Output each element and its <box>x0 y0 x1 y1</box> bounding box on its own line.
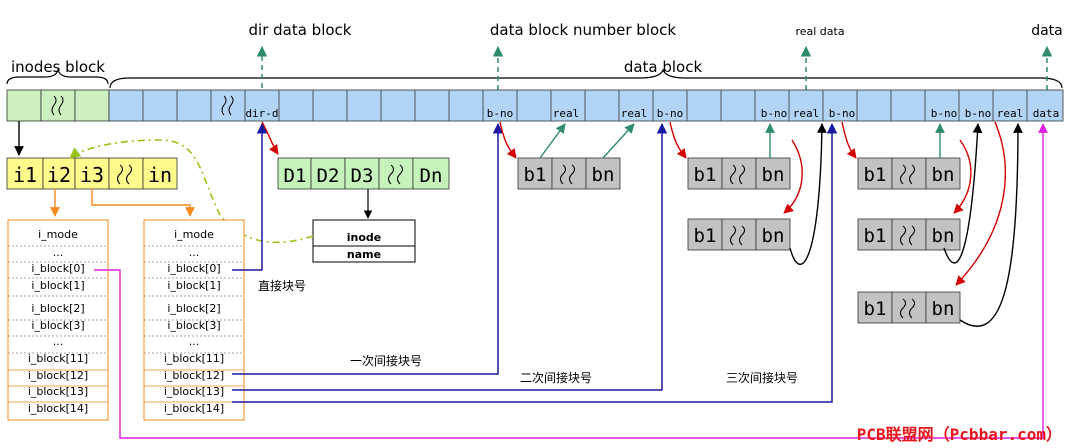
block-entry-last: bn <box>762 225 785 247</box>
block-strip <box>6 89 1064 122</box>
inode-table-left-row: i_block[12] <box>28 369 88 382</box>
strip-real-2: real <box>621 107 648 120</box>
data-block-title: data block <box>624 58 703 76</box>
dir-record <box>312 219 416 263</box>
single-indirect-label: 一次间接块号 <box>350 353 422 368</box>
inode-table-right-row: i_block[11] <box>164 352 224 365</box>
triple-indirect-label: 三次间接块号 <box>726 370 798 385</box>
strip-b-no-6: b-no <box>965 107 992 120</box>
inode-back-reference <box>69 139 314 244</box>
inode-table-right-row: i_block[0] <box>167 262 220 275</box>
inode-table-right-row: i_block[2] <box>167 302 220 315</box>
data-block-number-block-title: data block number block <box>490 21 677 39</box>
dir-data-block-title: dir data block <box>249 21 352 39</box>
inode-entries <box>6 157 178 190</box>
inode-table-right-row: i_block[14] <box>164 402 224 415</box>
inode-table-right-row: i_block[3] <box>167 319 220 332</box>
inode-table-right-row: i_mode <box>174 228 214 241</box>
block-squiggle-icon <box>899 298 916 319</box>
block-squiggle-icon <box>729 225 746 246</box>
inode-table-left-row: i_block[2] <box>31 302 84 315</box>
inode-entry-n: in <box>148 163 172 187</box>
dir-entry-3: D3 <box>351 165 374 187</box>
block-entry-last: bn <box>592 164 615 186</box>
block-entry-last: bn <box>932 298 955 320</box>
strip-b-no-2: b-no <box>657 107 684 120</box>
dir-record-name: name <box>347 248 381 261</box>
inode-table-right-row: i_block[13] <box>164 385 224 398</box>
strip-data: data <box>1033 107 1060 120</box>
block-squiggle-icon <box>729 164 746 185</box>
inode-table-right-row: ... <box>189 335 200 348</box>
block-entry-first: b1 <box>524 164 547 186</box>
dir-squiggle-icon <box>387 164 404 185</box>
strip-b-no-3: b-no <box>761 107 788 120</box>
dir-entries <box>277 157 450 190</box>
block-number-groups: b1 bn b1 bn b1 bn b1 bn b1 bn b1 bn <box>517 157 961 324</box>
inode-squiggle-icon <box>116 164 133 185</box>
inode-table-left-row: i_mode <box>38 228 78 241</box>
inode-table-right-row: ... <box>189 246 200 259</box>
block-squiggle-icon <box>899 225 916 246</box>
inode-table-left-row: i_block[13] <box>28 385 88 398</box>
strip-b-no-1: b-no <box>487 107 514 120</box>
strip-b-no-5: b-no <box>931 107 958 120</box>
dir-entry-2: D2 <box>317 165 340 187</box>
watermark: PCB联盟网（Pcbbar.com） <box>857 425 1062 444</box>
dir-d-pointer <box>261 121 279 155</box>
strip-squiggles <box>51 95 234 116</box>
inode-table-left-row: ... <box>53 335 64 348</box>
block-entry-last: bn <box>932 225 955 247</box>
inode-table-left-row: i_block[3] <box>31 319 84 332</box>
inodes-brace <box>6 67 109 85</box>
inode-entry-2: i2 <box>47 163 71 187</box>
dir-record-inode: inode <box>347 231 382 244</box>
inode-table-left-row: i_block[0] <box>31 262 84 275</box>
dir-entry-1: D1 <box>284 165 307 187</box>
direct-block-label: 直接块号 <box>258 278 306 293</box>
inode-tables: i_mode...i_block[0]i_block[1]i_block[2]i… <box>7 219 245 421</box>
teal-pointers <box>539 123 945 159</box>
inode-pointers <box>50 189 195 217</box>
strip-dir-d: dir-d <box>245 107 278 120</box>
block-entry-first: b1 <box>864 298 887 320</box>
inode-table-left-row: i_block[1] <box>31 279 84 292</box>
block-entry-first: b1 <box>694 225 717 247</box>
strip-real-3: real <box>793 107 820 120</box>
block-entry-first: b1 <box>864 164 887 186</box>
data-brace <box>109 68 1063 89</box>
inode-table-left-row: ... <box>53 246 64 259</box>
block-entry-first: b1 <box>864 225 887 247</box>
double-indirect-label: 二次间接块号 <box>520 370 592 385</box>
inodes-block-title: inodes block <box>11 58 105 76</box>
strip-b-no-4: b-no <box>829 107 856 120</box>
inode-table-right-row: i_block[1] <box>167 279 220 292</box>
strip-dividers <box>142 90 1028 121</box>
block-entry-first: b1 <box>694 164 717 186</box>
strip-real-4: real <box>997 107 1024 120</box>
block-entry-last: bn <box>932 164 955 186</box>
black-pointers <box>789 123 1023 327</box>
inode-table-left-row: i_block[11] <box>28 352 88 365</box>
block-squiggle-icon <box>899 164 916 185</box>
block-entry-last: bn <box>762 164 785 186</box>
block-squiggle-icon <box>559 164 576 185</box>
inode-table-right-row: i_block[12] <box>164 369 224 382</box>
direct-data-pointer <box>94 123 1048 439</box>
inode-table-left-row: i_block[14] <box>28 402 88 415</box>
inode-entry-3: i3 <box>80 163 104 187</box>
strip-real-1: real <box>553 107 580 120</box>
data-title: data <box>1031 23 1063 39</box>
real-data-title: real data <box>795 25 844 38</box>
inode-entry-1: i1 <box>13 163 37 187</box>
red-pointers <box>499 121 1006 286</box>
dir-entry-n: Dn <box>420 165 443 187</box>
block-pointers <box>232 122 838 403</box>
